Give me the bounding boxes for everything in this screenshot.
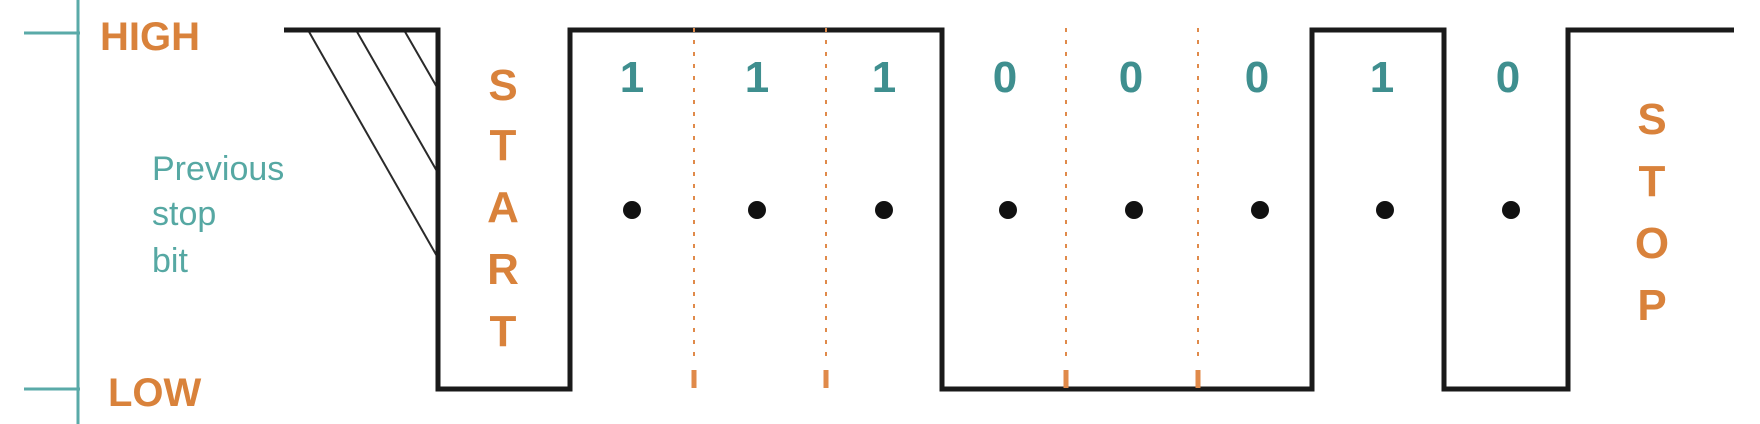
sample-dot <box>623 201 641 219</box>
data-bit-value: 0 <box>1245 53 1269 102</box>
high-level-label: HIGH <box>100 15 200 59</box>
start-bit-label: S T A R T <box>487 61 519 356</box>
low-level-label: LOW <box>108 371 202 415</box>
start-letter: T <box>490 307 517 356</box>
sample-dot <box>875 201 893 219</box>
sample-dot <box>1251 201 1269 219</box>
stop-bit-label: S T O P <box>1635 95 1669 330</box>
data-bit-value: 1 <box>872 53 896 102</box>
sample-dot <box>1125 201 1143 219</box>
caption-line-1: Previous <box>152 150 284 188</box>
stop-letter: P <box>1637 281 1666 330</box>
sample-dot <box>1502 201 1520 219</box>
signal-waveform <box>284 27 1734 392</box>
caption-line-3: bit <box>152 242 188 280</box>
start-letter: T <box>490 121 517 170</box>
sample-dot <box>748 201 766 219</box>
data-bit-value: 0 <box>1119 53 1143 102</box>
stop-letter: O <box>1635 219 1669 268</box>
sample-dot <box>1376 201 1394 219</box>
stop-letter: T <box>1639 157 1666 206</box>
caption-line-2: stop <box>152 195 216 233</box>
bit-dividers <box>693 28 1199 360</box>
data-bit-value: 0 <box>1496 53 1520 102</box>
previous-stop-bit-caption: Previous stop bit <box>152 150 284 280</box>
start-letter: A <box>487 183 519 232</box>
data-bit-value: 0 <box>993 53 1017 102</box>
bit-boundary-ticks <box>691 370 1201 388</box>
previous-stop-bit-hatch <box>307 29 439 259</box>
data-bits: 1 1 1 0 0 0 1 0 <box>620 53 1520 102</box>
data-bit-value: 1 <box>745 53 769 102</box>
stop-letter: S <box>1637 95 1666 144</box>
start-letter: R <box>487 245 519 294</box>
data-bit-value: 1 <box>1370 53 1394 102</box>
sample-points <box>623 201 1520 219</box>
start-letter: S <box>488 61 517 110</box>
data-bit-value: 1 <box>620 53 644 102</box>
sample-dot <box>999 201 1017 219</box>
